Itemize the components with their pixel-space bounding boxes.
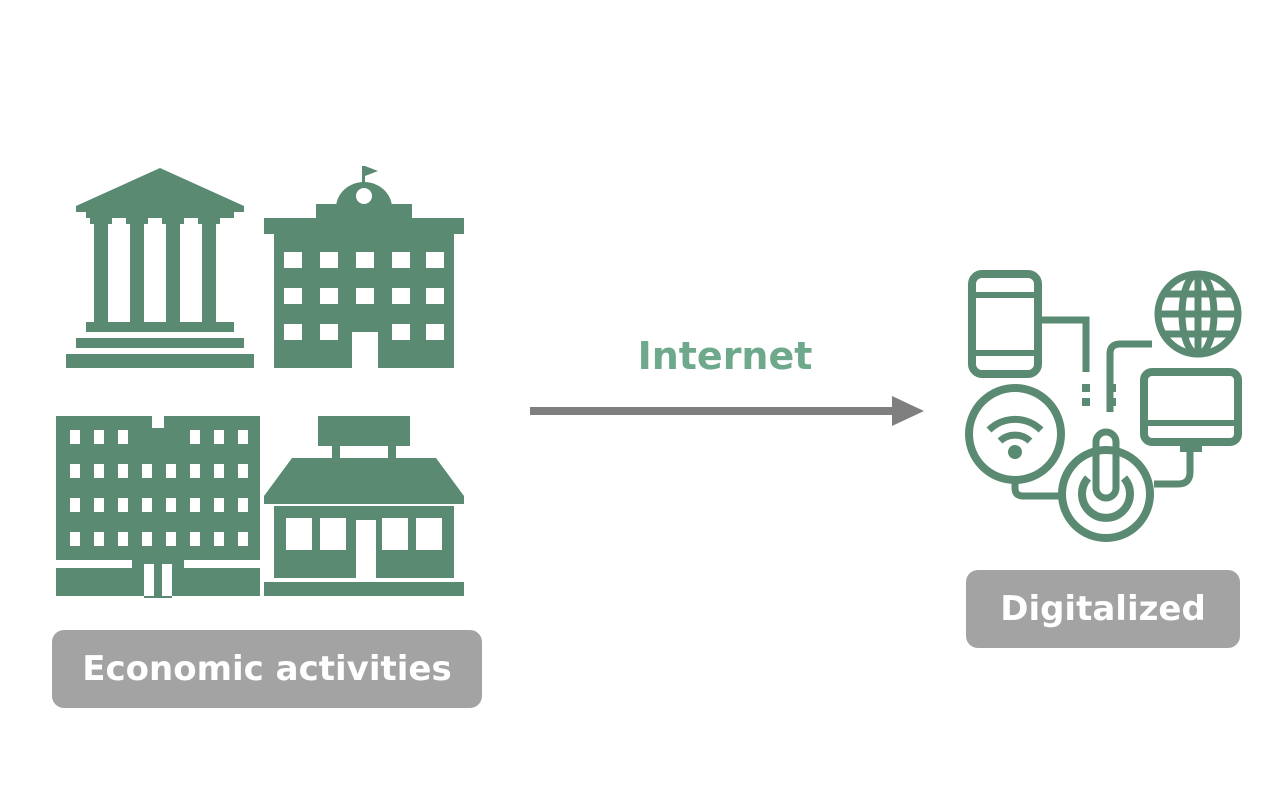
store-icon xyxy=(264,416,464,596)
digitalized-label: Digitalized xyxy=(966,570,1240,648)
smartphone-icon xyxy=(968,270,1042,378)
economic-activities-label: Economic activities xyxy=(52,630,482,708)
bank-icon xyxy=(66,168,254,368)
power-button-icon xyxy=(1058,428,1154,542)
globe-icon xyxy=(1154,270,1242,358)
monitor-icon xyxy=(1140,368,1242,452)
right-arrow-icon xyxy=(530,396,924,426)
digital-devices-icon xyxy=(965,270,1242,542)
school-icon xyxy=(264,166,464,368)
apartment-building-icon xyxy=(56,416,260,598)
wifi-icon xyxy=(965,384,1065,484)
internet-caption: Internet xyxy=(637,334,813,378)
